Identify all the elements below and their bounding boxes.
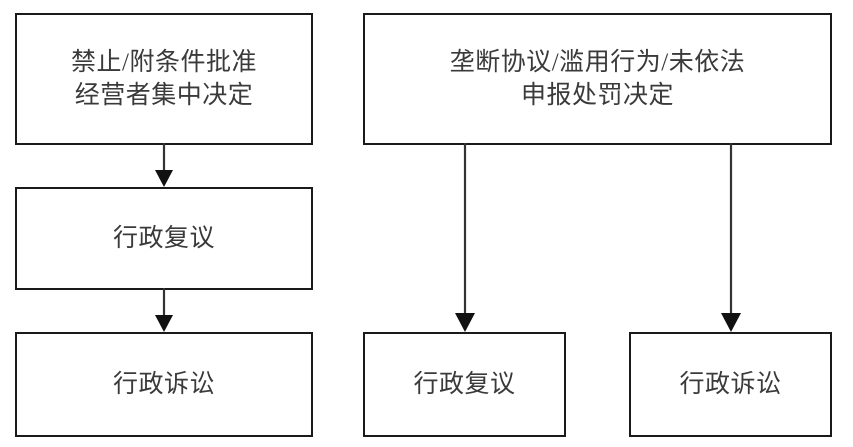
node-penalty-decision-label: 垄断协议/滥用行为/未依法 申报处罚决定 bbox=[449, 49, 746, 109]
node-right-administrative-reconsideration-label: 行政复议 bbox=[413, 371, 516, 398]
node-left-administrative-reconsideration-label: 行政复议 bbox=[112, 225, 215, 252]
edge-penalty-to-litigation bbox=[721, 143, 741, 332]
node-left-administrative-litigation-label: 行政诉讼 bbox=[112, 371, 215, 398]
node-merger-decision-label: 禁止/附条件批准 经营者集中决定 bbox=[71, 49, 257, 109]
node-penalty-decision[interactable]: 垄断协议/滥用行为/未依法 申报处罚决定 bbox=[363, 13, 832, 145]
edge-penalty-to-reconsideration bbox=[455, 143, 475, 332]
node-merger-decision[interactable]: 禁止/附条件批准 经营者集中决定 bbox=[15, 13, 313, 145]
node-left-administrative-litigation[interactable]: 行政诉讼 bbox=[15, 332, 313, 437]
node-left-administrative-reconsideration[interactable]: 行政复议 bbox=[15, 187, 313, 290]
edge-merger-to-reconsideration bbox=[155, 143, 173, 187]
node-right-administrative-reconsideration[interactable]: 行政复议 bbox=[363, 332, 566, 437]
edge-reconsideration-to-litigation bbox=[155, 288, 173, 332]
node-right-administrative-litigation[interactable]: 行政诉讼 bbox=[629, 332, 832, 437]
node-right-administrative-litigation-label: 行政诉讼 bbox=[679, 371, 782, 398]
